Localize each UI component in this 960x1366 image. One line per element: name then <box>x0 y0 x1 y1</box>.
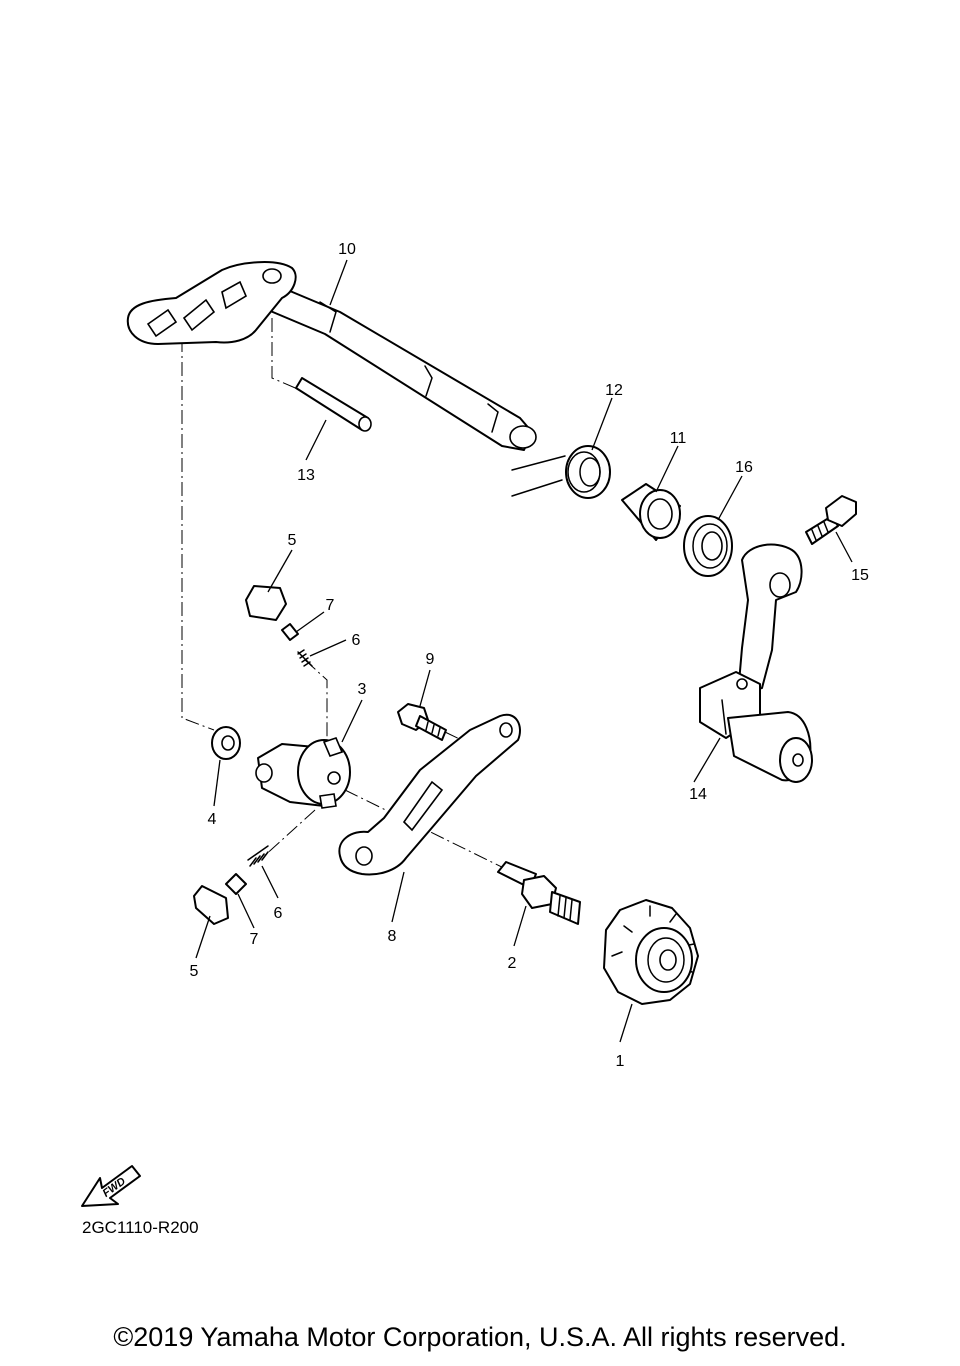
part-7-lower <box>225 873 247 895</box>
callout-9: 9 <box>426 651 435 668</box>
part-5-upper <box>245 585 287 621</box>
part-4-washer <box>211 726 241 760</box>
part-16-oil-seal <box>683 515 733 577</box>
part-1-segment-gear <box>603 899 699 1005</box>
callout-5-lower: 5 <box>190 963 199 980</box>
callout-13: 13 <box>297 467 315 484</box>
callout-2: 2 <box>508 955 517 972</box>
part-10-shift-shaft <box>126 261 537 451</box>
part-11-collar <box>621 483 681 541</box>
part-5-lower <box>193 885 229 925</box>
callout-7-lower: 7 <box>250 931 259 948</box>
part-13-pin <box>295 377 372 432</box>
part-9-bolt <box>397 703 447 741</box>
callout-3: 3 <box>358 681 367 698</box>
callout-14: 14 <box>689 786 707 803</box>
callout-6-upper: 6 <box>352 632 361 649</box>
part-12-torsion-spring <box>511 445 611 499</box>
part-8-guide-plate <box>338 713 521 876</box>
callout-16: 16 <box>735 459 753 476</box>
callout-6-lower: 6 <box>274 905 283 922</box>
callout-10: 10 <box>338 241 356 258</box>
callout-numbers: 10 13 12 11 16 15 14 5 7 6 3 9 4 6 7 5 8… <box>190 241 869 1070</box>
callout-4: 4 <box>208 811 217 828</box>
part-15-bolt <box>805 495 857 545</box>
part-2-stopper-bolt <box>497 861 581 925</box>
diagram-code: 2GC1110-R200 <box>82 1218 199 1237</box>
part-6-upper <box>297 649 313 667</box>
copyright-notice: ©2019 Yamaha Motor Corporation, U.S.A. A… <box>113 1322 847 1352</box>
callout-11: 11 <box>670 430 687 447</box>
callout-7-upper: 7 <box>326 597 335 614</box>
callout-12: 12 <box>605 382 623 399</box>
part-3-segment <box>255 737 351 809</box>
part-6-lower <box>247 845 269 867</box>
part-14-shift-pedal <box>699 543 813 783</box>
part-7-upper <box>281 623 299 641</box>
callout-1: 1 <box>616 1053 625 1070</box>
callout-8: 8 <box>388 928 397 945</box>
fwd-arrow-icon: FWD <box>81 1165 141 1207</box>
leader-lines <box>195 259 853 1043</box>
callout-15: 15 <box>851 567 869 584</box>
callout-5-upper: 5 <box>288 532 297 549</box>
